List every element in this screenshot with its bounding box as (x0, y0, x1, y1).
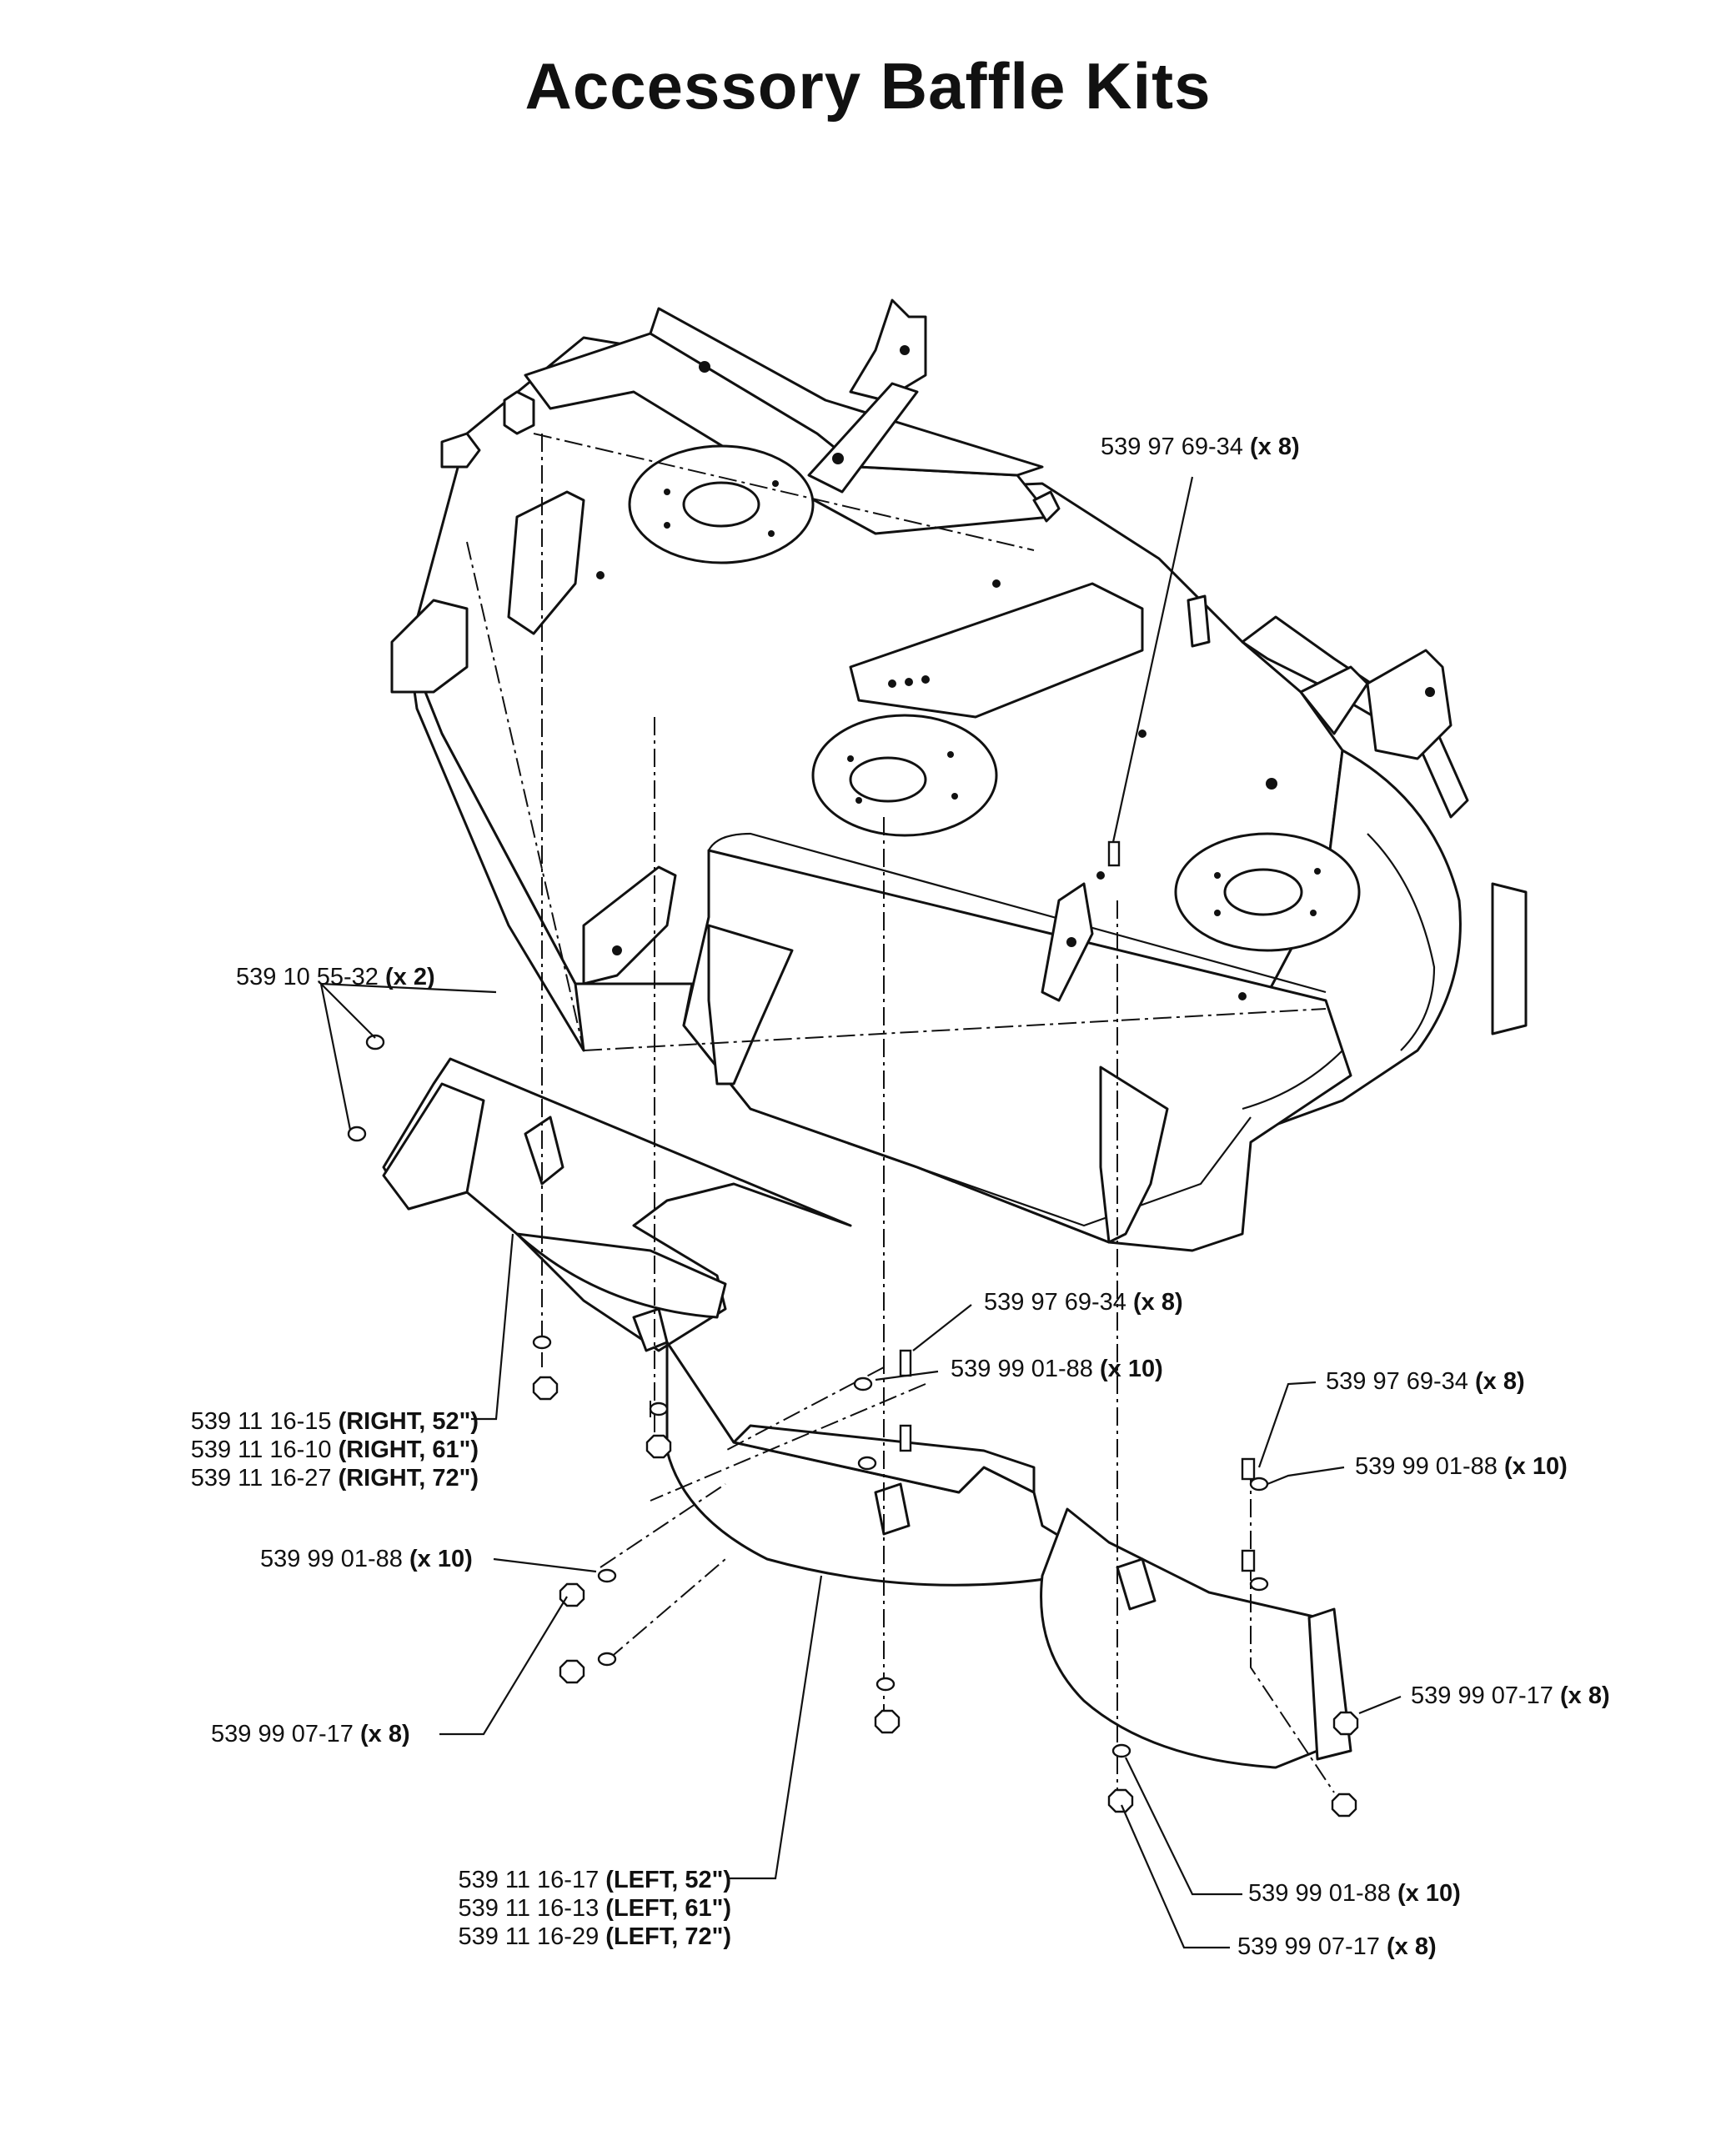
page-title: Accessory Baffle Kits (524, 49, 1212, 123)
quantity: (x 10) (409, 1546, 473, 1572)
part-number: 539 99 01-88 (1355, 1453, 1498, 1480)
part-number: 539 99 01-88 (951, 1356, 1093, 1382)
callout-bolt-right: 539 97 69-34 (x 8) (1326, 1370, 1525, 1394)
part-number: 539 99 07-17 (211, 1721, 354, 1747)
callout-washer-bottom: 539 99 01-88 (x 10) (1248, 1882, 1461, 1906)
hardware (347, 840, 1359, 1818)
left-baffle-parts: 539 11 16-17 (LEFT, 52") 539 11 16-13 (L… (458, 1866, 731, 1951)
part-number: 539 97 69-34 (1101, 434, 1243, 460)
quantity: (x 10) (1504, 1453, 1568, 1480)
size-spec: (LEFT, 61") (605, 1895, 731, 1922)
side-bracket (382, 1082, 485, 1211)
mower-deck (390, 298, 1528, 1252)
baffle-extension (1040, 1507, 1352, 1769)
part-number: 539 99 07-17 (1411, 1682, 1553, 1709)
quantity: (x 10) (1100, 1356, 1163, 1382)
quantity: (x 10) (1397, 1880, 1461, 1907)
part-number: 539 99 01-88 (260, 1546, 403, 1572)
part-number: 539 11 16-27 (190, 1465, 332, 1492)
left-baffle-52: 539 11 16-17 (LEFT, 52") (458, 1866, 731, 1894)
size-spec: (LEFT, 52") (605, 1867, 731, 1893)
part-number: 539 11 16-13 (458, 1895, 600, 1922)
callout-nut-bottom: 539 99 07-17 (x 8) (1237, 1935, 1437, 1959)
size-spec: (RIGHT, 72") (338, 1465, 479, 1492)
quantity: (x 8) (1560, 1682, 1610, 1709)
part-number: 539 99 07-17 (1237, 1933, 1380, 1960)
part-number: 539 10 55-32 (236, 964, 379, 990)
part-number: 539 11 16-15 (190, 1408, 332, 1435)
size-spec: (LEFT, 72") (605, 1923, 731, 1950)
part-number: 539 11 16-29 (458, 1923, 600, 1950)
part-number: 539 97 69-34 (984, 1289, 1126, 1316)
callout-bolt-mid: 539 97 69-34 (x 8) (984, 1291, 1183, 1315)
part-number: 539 11 16-17 (458, 1867, 600, 1893)
right-baffle-61: 539 11 16-10 (RIGHT, 61") (191, 1436, 479, 1464)
callout-bolt-top: 539 97 69-34 (x 8) (1101, 435, 1300, 459)
quantity: (x 8) (360, 1721, 410, 1747)
part-number: 539 97 69-34 (1326, 1368, 1468, 1395)
assembly-lines (466, 433, 1335, 1801)
callout-nut-left: 539 99 07-17 (x 8) (211, 1722, 410, 1747)
right-baffle-52: 539 11 16-15 (RIGHT, 52") (191, 1407, 479, 1436)
left-baffle-61: 539 11 16-13 (LEFT, 61") (458, 1894, 731, 1923)
right-baffle-72: 539 11 16-27 (RIGHT, 72") (191, 1464, 479, 1492)
size-spec: (RIGHT, 52") (338, 1408, 479, 1435)
quantity: (x 8) (1387, 1933, 1437, 1960)
left-baffle-72: 539 11 16-29 (LEFT, 72") (458, 1923, 731, 1951)
callout-nut-right: 539 99 07-17 (x 8) (1411, 1684, 1610, 1708)
part-number: 539 99 01-88 (1248, 1880, 1391, 1907)
size-spec: (RIGHT, 61") (338, 1437, 479, 1463)
quantity: (x 8) (1250, 434, 1300, 460)
right-baffle-parts: 539 11 16-15 (RIGHT, 52") 539 11 16-10 (… (191, 1407, 479, 1492)
callout-bracket: 539 10 55-32 (x 2) (236, 965, 435, 990)
callout-washer-mid: 539 99 01-88 (x 10) (951, 1357, 1163, 1381)
quantity: (x 2) (385, 964, 435, 990)
leader-lines (319, 476, 1402, 1949)
callout-washer-left: 539 99 01-88 (x 10) (260, 1547, 473, 1572)
part-number: 539 11 16-10 (190, 1437, 332, 1463)
callout-washer-right: 539 99 01-88 (x 10) (1355, 1455, 1568, 1479)
quantity: (x 8) (1133, 1289, 1183, 1316)
quantity: (x 8) (1475, 1368, 1525, 1395)
